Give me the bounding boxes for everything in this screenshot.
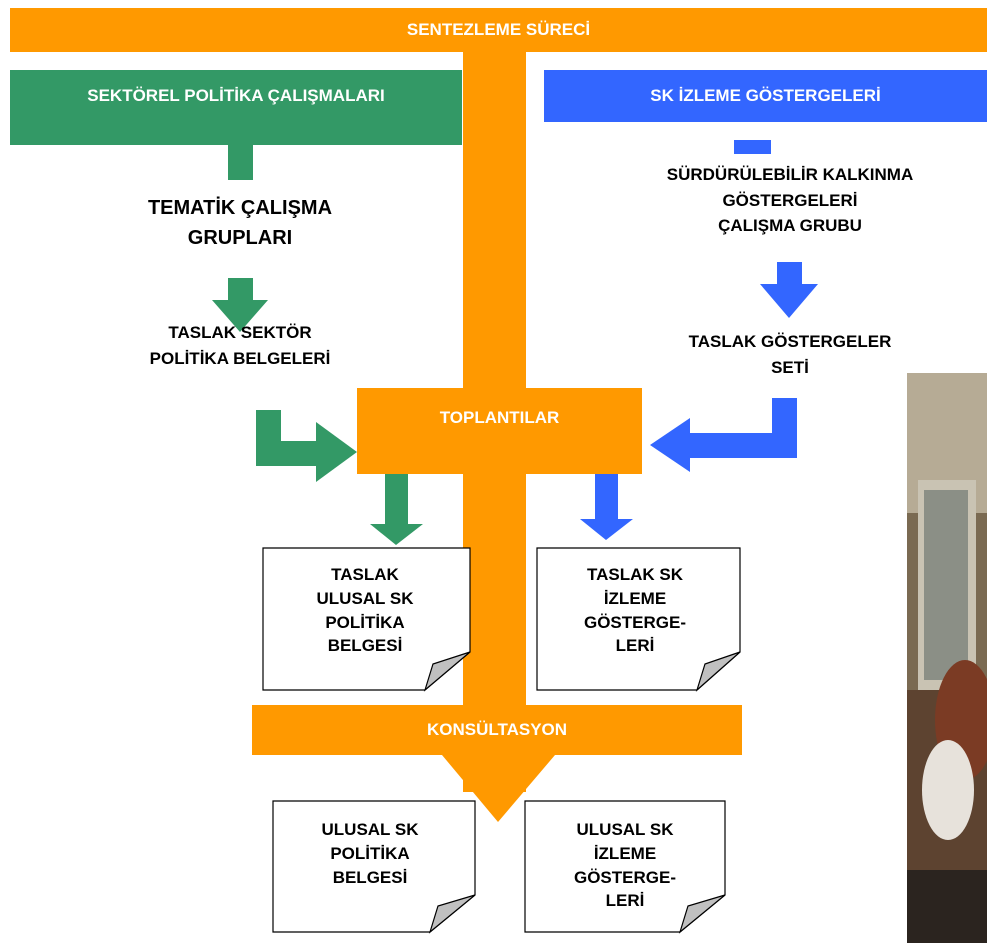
right-banner-bg	[544, 70, 987, 122]
right-step-draft-indicators-set: TASLAK GÖSTERGELER SETİ	[688, 332, 892, 377]
meetings-box	[357, 388, 642, 474]
draft-doc-right-text: TASLAK SK İZLEME GÖSTERGE- LERİ	[583, 565, 686, 656]
right-step-indicators-group: SÜRDÜRÜLEBİLİR KALKINMA GÖSTERGELERİ ÇAL…	[666, 165, 914, 235]
right-connector	[734, 140, 771, 154]
header-bar	[10, 8, 987, 52]
right-down-arrow-1	[760, 262, 818, 318]
left-down-arrow-2	[370, 474, 423, 545]
right-bend-arrow	[650, 398, 797, 472]
left-connector	[228, 145, 253, 180]
left-step-thematic-groups: TEMATİK ÇALIŞMA GRUPLARI	[147, 197, 333, 249]
consultation-label: KONSÜLTASYON	[426, 720, 568, 739]
header-title: SENTEZLEME SÜRECİ	[406, 20, 591, 39]
final-doc-right-shape	[524, 800, 726, 934]
right-banner-title: SK İZLEME GÖSTERGELERİ	[650, 86, 881, 105]
consultation-bar	[252, 705, 742, 755]
draft-doc-left-text: TASLAK ULUSAL SK POLİTİKA BELGESİ	[316, 565, 414, 656]
draft-doc-right-shape	[536, 547, 741, 692]
right-down-arrow-2	[580, 474, 633, 540]
meeting-photo	[907, 373, 987, 943]
left-step-draft-sector-docs: TASLAK SEKTÖR POLİTİKA BELGELERİ	[149, 323, 331, 368]
draft-doc-left-shape	[262, 547, 471, 692]
final-doc-left-text: ULUSAL SK POLİTİKA BELGESİ	[321, 820, 419, 887]
left-bend-arrow	[256, 410, 357, 482]
final-doc-left-shape	[272, 800, 476, 934]
meetings-label: TOPLANTILAR	[439, 408, 560, 427]
final-doc-right-text: ULUSAL SK İZLEME GÖSTERGE- LERİ	[573, 820, 676, 911]
consultation-arrow	[442, 755, 555, 822]
left-banner-bg	[10, 70, 462, 145]
left-banner-title: SEKTÖREL POLİTİKA ÇALIŞMALARI	[87, 86, 385, 105]
left-down-arrow-1	[212, 278, 268, 332]
